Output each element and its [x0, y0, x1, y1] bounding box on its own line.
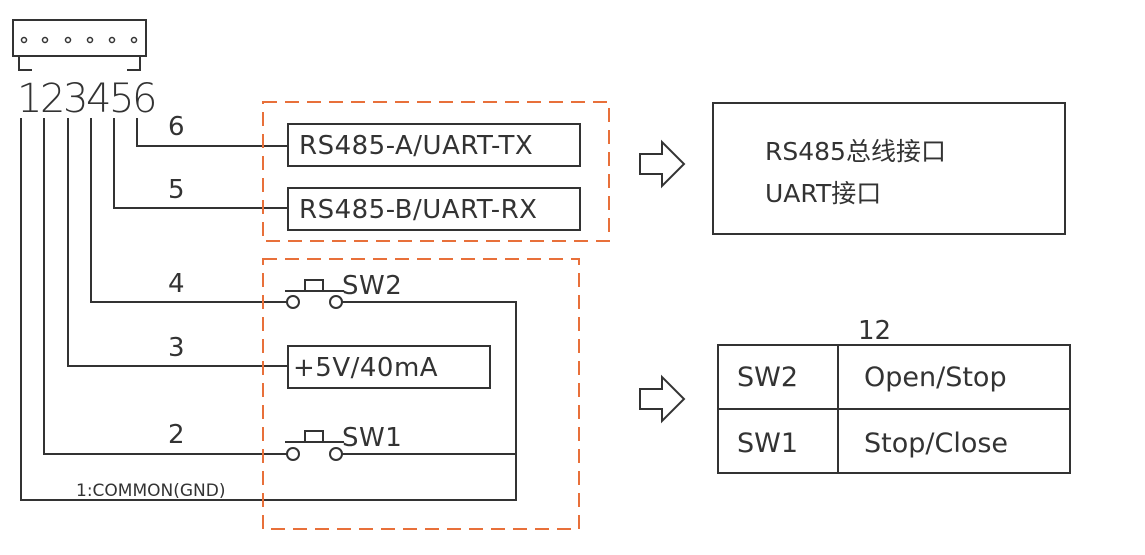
- pin-number-1: 1: [17, 76, 42, 122]
- arrow-to-table-icon: [639, 374, 686, 424]
- sw1-pushbutton-icon: [285, 430, 344, 461]
- pin-number-4: 4: [86, 76, 111, 122]
- interface-line-rs485: RS485总线接口: [765, 137, 946, 166]
- interface-box: [712, 102, 1066, 235]
- rs485-a-label: RS485-A/UART-TX: [299, 131, 533, 161]
- wire-label-4: 4: [168, 269, 185, 299]
- pin-numbers: 1 2 3 4 5 6: [17, 76, 157, 122]
- wire-label-2: 2: [168, 420, 185, 450]
- wire-common: [20, 118, 517, 501]
- wire-6: [136, 118, 288, 147]
- table-row-sw1-switch: SW1: [737, 428, 798, 459]
- power-box: [287, 345, 491, 389]
- wire-5: [113, 118, 288, 209]
- pin-number-6: 6: [132, 76, 157, 122]
- table-row-sw2-switch: SW2: [737, 362, 798, 393]
- pin-number-2: 2: [40, 76, 65, 122]
- control-dashed-frame: [262, 258, 580, 530]
- sw2-label: SW2: [342, 271, 402, 301]
- sw1-label: SW1: [342, 423, 402, 453]
- rs485-a-box: [287, 123, 581, 167]
- power-label: +5V/40mA: [293, 353, 438, 383]
- wire-4: [90, 118, 288, 303]
- common-gnd-label: 1:COMMON(GND): [76, 481, 225, 501]
- sw2-pushbutton-icon: [285, 279, 344, 309]
- wire-label-5: 5: [168, 175, 185, 205]
- wire-label-6: 6: [168, 112, 185, 142]
- arrow-to-interface-icon: [639, 139, 686, 189]
- table-row-sw1-function: Stop/Close: [864, 428, 1008, 459]
- pin-number-5: 5: [109, 76, 134, 122]
- rs485-b-label: RS485-B/UART-RX: [299, 195, 538, 225]
- switch-table: [717, 344, 1071, 474]
- wire-3: [67, 118, 288, 367]
- rs485-b-box: [287, 187, 581, 231]
- pin-number-3: 3: [63, 76, 88, 122]
- switch-table-header: 12: [858, 316, 891, 346]
- connector-header: [12, 19, 147, 71]
- interface-line-uart: UART接口: [765, 179, 881, 208]
- table-row-sw2-function: Open/Stop: [864, 362, 1007, 393]
- wire-label-3: 3: [168, 333, 185, 363]
- wire-switch-return: [336, 301, 517, 455]
- wires: [20, 118, 517, 501]
- wire-2: [43, 118, 288, 455]
